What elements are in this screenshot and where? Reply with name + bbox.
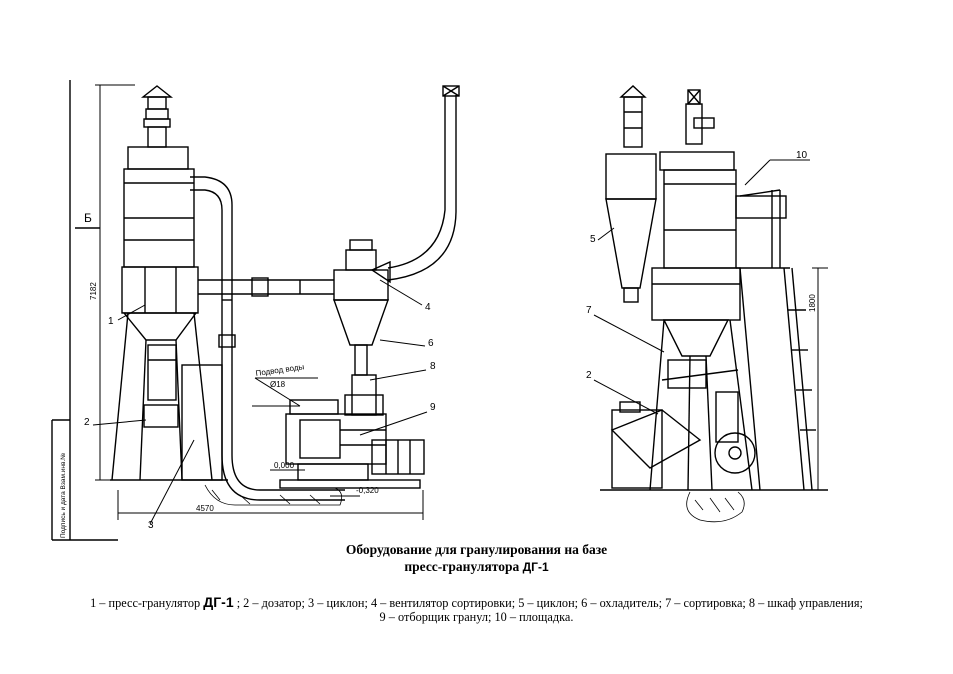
callout-7: 7 — [586, 305, 592, 316]
callout-1: 9 — [430, 402, 436, 413]
legend-after-mark: ; 2 – дозатор; 3 – циклон; 4 – вентилято… — [236, 596, 863, 610]
caption-line-1: Оборудование для гранулирования на базе — [345, 542, 608, 557]
callout-10: 10 — [796, 150, 808, 161]
ground-hatch-right — [686, 491, 745, 523]
callout-4: 4 — [425, 302, 431, 313]
dim-level-1: -0,320 — [356, 486, 379, 495]
legend-mark: ДГ-1 — [203, 594, 234, 610]
callout-3: 6 — [428, 338, 434, 349]
caption-line-2-text: пресс-гранулятора — [404, 559, 520, 574]
ground-hatch-left — [204, 484, 343, 506]
callout-9: 2 — [84, 417, 90, 428]
callout-6: 1 — [108, 316, 114, 327]
dim-height-right: 1800 — [808, 294, 817, 312]
legend-before-mark: 1 – пресс-гранулятор — [90, 596, 201, 610]
stamp-text: Подпись и дата Взам.инв.№ — [60, 453, 67, 538]
left-view-labels: 9 8 6 4 1 3 2 Б 4570 0,000 -0,320 Подвод… — [60, 211, 436, 538]
caption-mark: ДГ-1 — [522, 560, 549, 574]
frame-strip — [51, 80, 118, 541]
water-supply-diameter: Ø18 — [270, 380, 286, 389]
callout-5: 5 — [590, 234, 596, 245]
dim-height: 7182 — [89, 282, 98, 300]
dim-width: 4570 — [196, 504, 214, 513]
water-supply-label: Подвод воды — [255, 362, 305, 378]
left-view — [75, 84, 460, 525]
dim-level-0: 0,000 — [274, 461, 295, 470]
callout-2: 8 — [430, 361, 436, 372]
legend-line-1: 1 – пресс-гранулятор ДГ-1 ; 2 – дозатор;… — [20, 595, 933, 611]
callout-2-right: 2 — [586, 370, 592, 381]
caption-line-2: пресс-гранулятора ДГ-1 — [0, 559, 953, 575]
legend-line-2: 9 – отборщик гранул; 10 – площадка. — [379, 610, 574, 624]
callout-8: 3 — [148, 520, 154, 531]
section-mark: Б — [84, 211, 92, 225]
right-view-labels: 5 7 2 10 1800 — [586, 150, 817, 381]
right-view — [593, 85, 828, 491]
